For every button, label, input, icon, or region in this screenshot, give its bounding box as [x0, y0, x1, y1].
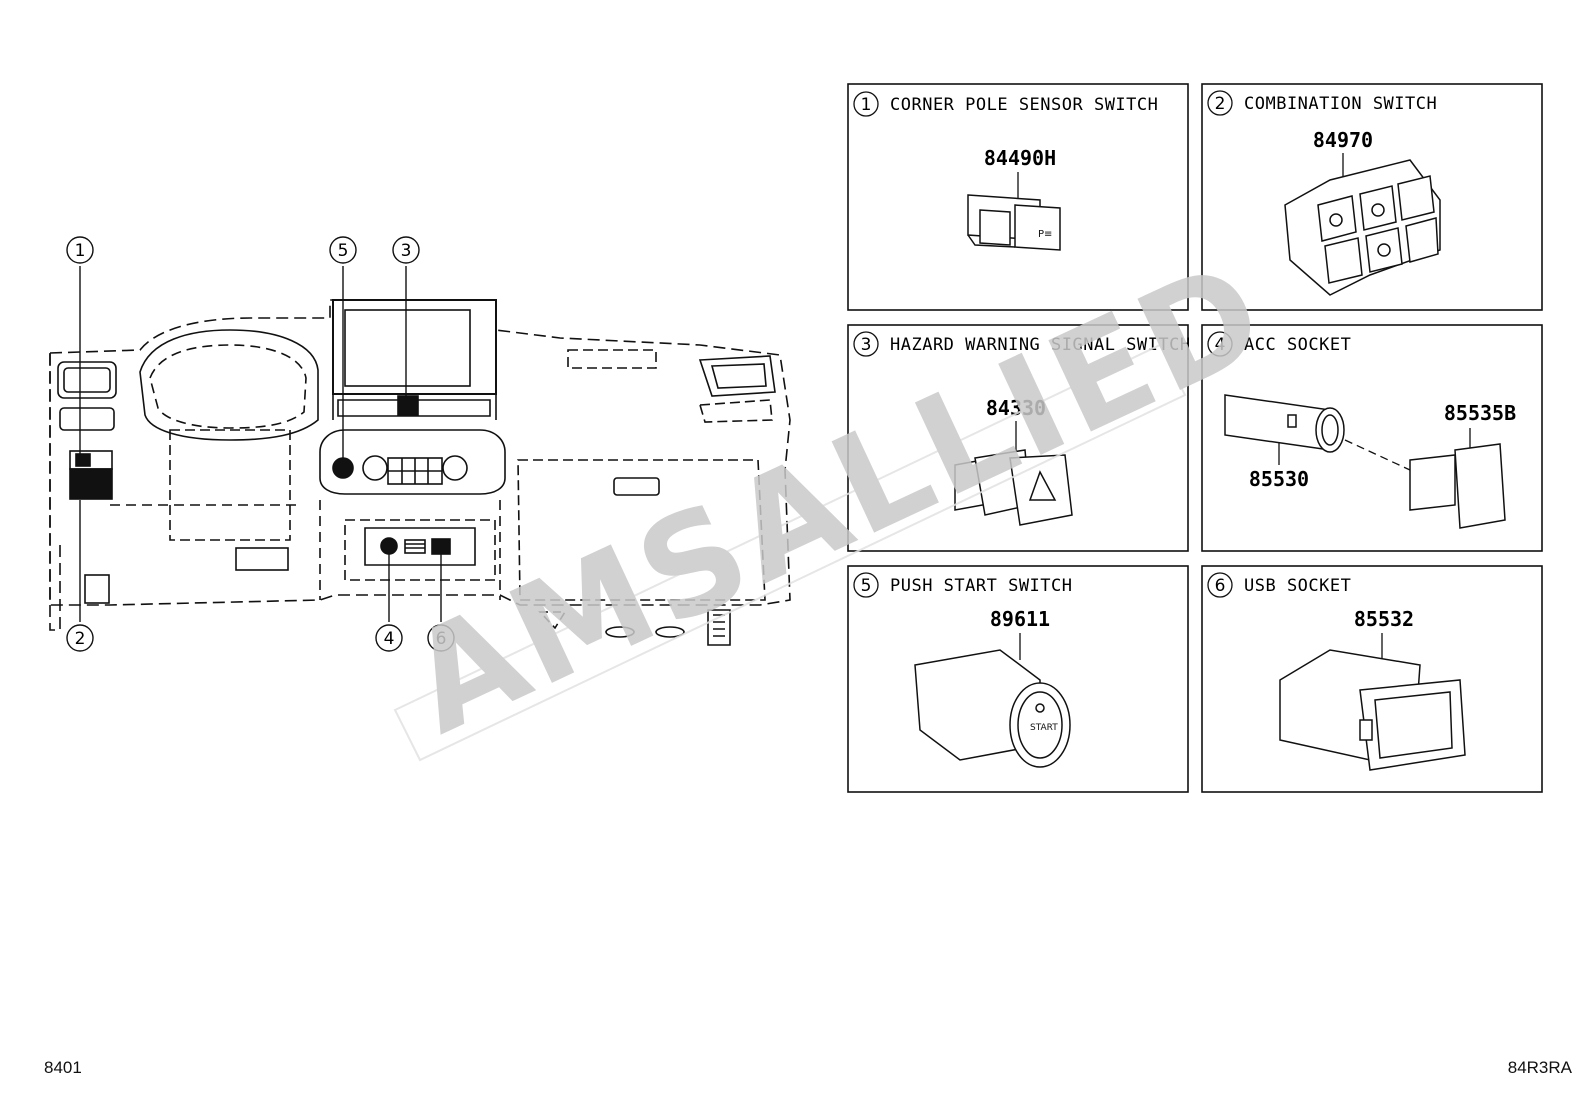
footer-figure-number: 8401: [44, 1058, 82, 1077]
svg-text:2: 2: [1215, 94, 1226, 114]
callout-4: 4: [375, 624, 403, 652]
part-number: 89611: [990, 607, 1050, 631]
hazard-switch-drawing: [954, 449, 1073, 526]
panel-combination-switch: 2 COMBINATION SWITCH 84970: [1201, 83, 1543, 311]
svg-text:1: 1: [75, 241, 86, 261]
panel-title: CORNER POLE SENSOR SWITCH: [890, 95, 1158, 115]
svg-text:3: 3: [401, 241, 412, 261]
panel-title: COMBINATION SWITCH: [1244, 94, 1437, 114]
svg-text:6: 6: [436, 629, 447, 649]
panel-title: PUSH START SWITCH: [890, 576, 1073, 596]
footer-drawing-code: 84R3RA: [1507, 1058, 1572, 1077]
callout-6: 6: [427, 624, 455, 652]
panel-corner-pole-sensor-switch: 1 CORNER POLE SENSOR SWITCH 84490H P≡: [847, 83, 1189, 311]
svg-text:4: 4: [384, 629, 395, 649]
usb-socket-drawing: [1279, 649, 1466, 771]
svg-text:2: 2: [75, 629, 86, 649]
part-number: 85532: [1354, 607, 1414, 631]
combination-switch-drawing: [1284, 159, 1441, 296]
svg-text:START: START: [1030, 723, 1058, 733]
svg-text:5: 5: [338, 241, 349, 261]
acc-socket-drawing: [1224, 394, 1345, 453]
svg-text:1: 1: [861, 95, 872, 115]
callout-5: 5: [329, 236, 357, 264]
dashboard-overview: [49, 299, 791, 646]
panel-title: ACC SOCKET: [1244, 335, 1351, 355]
panel-acc-socket: 4 ACC SOCKET 85530 85535B: [1201, 324, 1543, 552]
corner-pole-sensor-switch-drawing: P≡: [967, 194, 1061, 251]
panel-title: HAZARD WARNING SIGNAL SWITCH: [890, 335, 1191, 355]
panel-title: USB SOCKET: [1244, 576, 1351, 596]
svg-text:P≡: P≡: [1038, 229, 1052, 240]
svg-text:5: 5: [861, 576, 872, 596]
part-number: 85530: [1249, 467, 1309, 491]
acc-socket-cap-drawing: [1409, 443, 1506, 529]
part-number: 85535B: [1444, 401, 1516, 425]
panel-hazard-warning-signal-switch: 3 HAZARD WARNING SIGNAL SWITCH 84330: [847, 324, 1191, 552]
part-number: 84970: [1313, 128, 1373, 152]
callout-1: 1: [66, 236, 94, 264]
callout-leaders: [79, 266, 442, 622]
push-start-switch-drawing: START: [914, 649, 1071, 768]
panel-usb-socket: 6 USB SOCKET 85532: [1201, 565, 1543, 793]
svg-text:AMSALLIED: AMSALLIED: [386, 229, 1290, 765]
svg-text:6: 6: [1215, 576, 1226, 596]
svg-text:4: 4: [1215, 335, 1226, 355]
part-number: 84490H: [984, 146, 1056, 170]
watermark: AMSALLIED: [386, 229, 1290, 765]
part-number: 84330: [986, 396, 1046, 420]
svg-text:3: 3: [861, 335, 872, 355]
callout-3: 3: [392, 236, 420, 264]
panel-push-start-switch: 5 PUSH START SWITCH 89611 START: [847, 565, 1189, 793]
callout-2: 2: [66, 624, 94, 652]
